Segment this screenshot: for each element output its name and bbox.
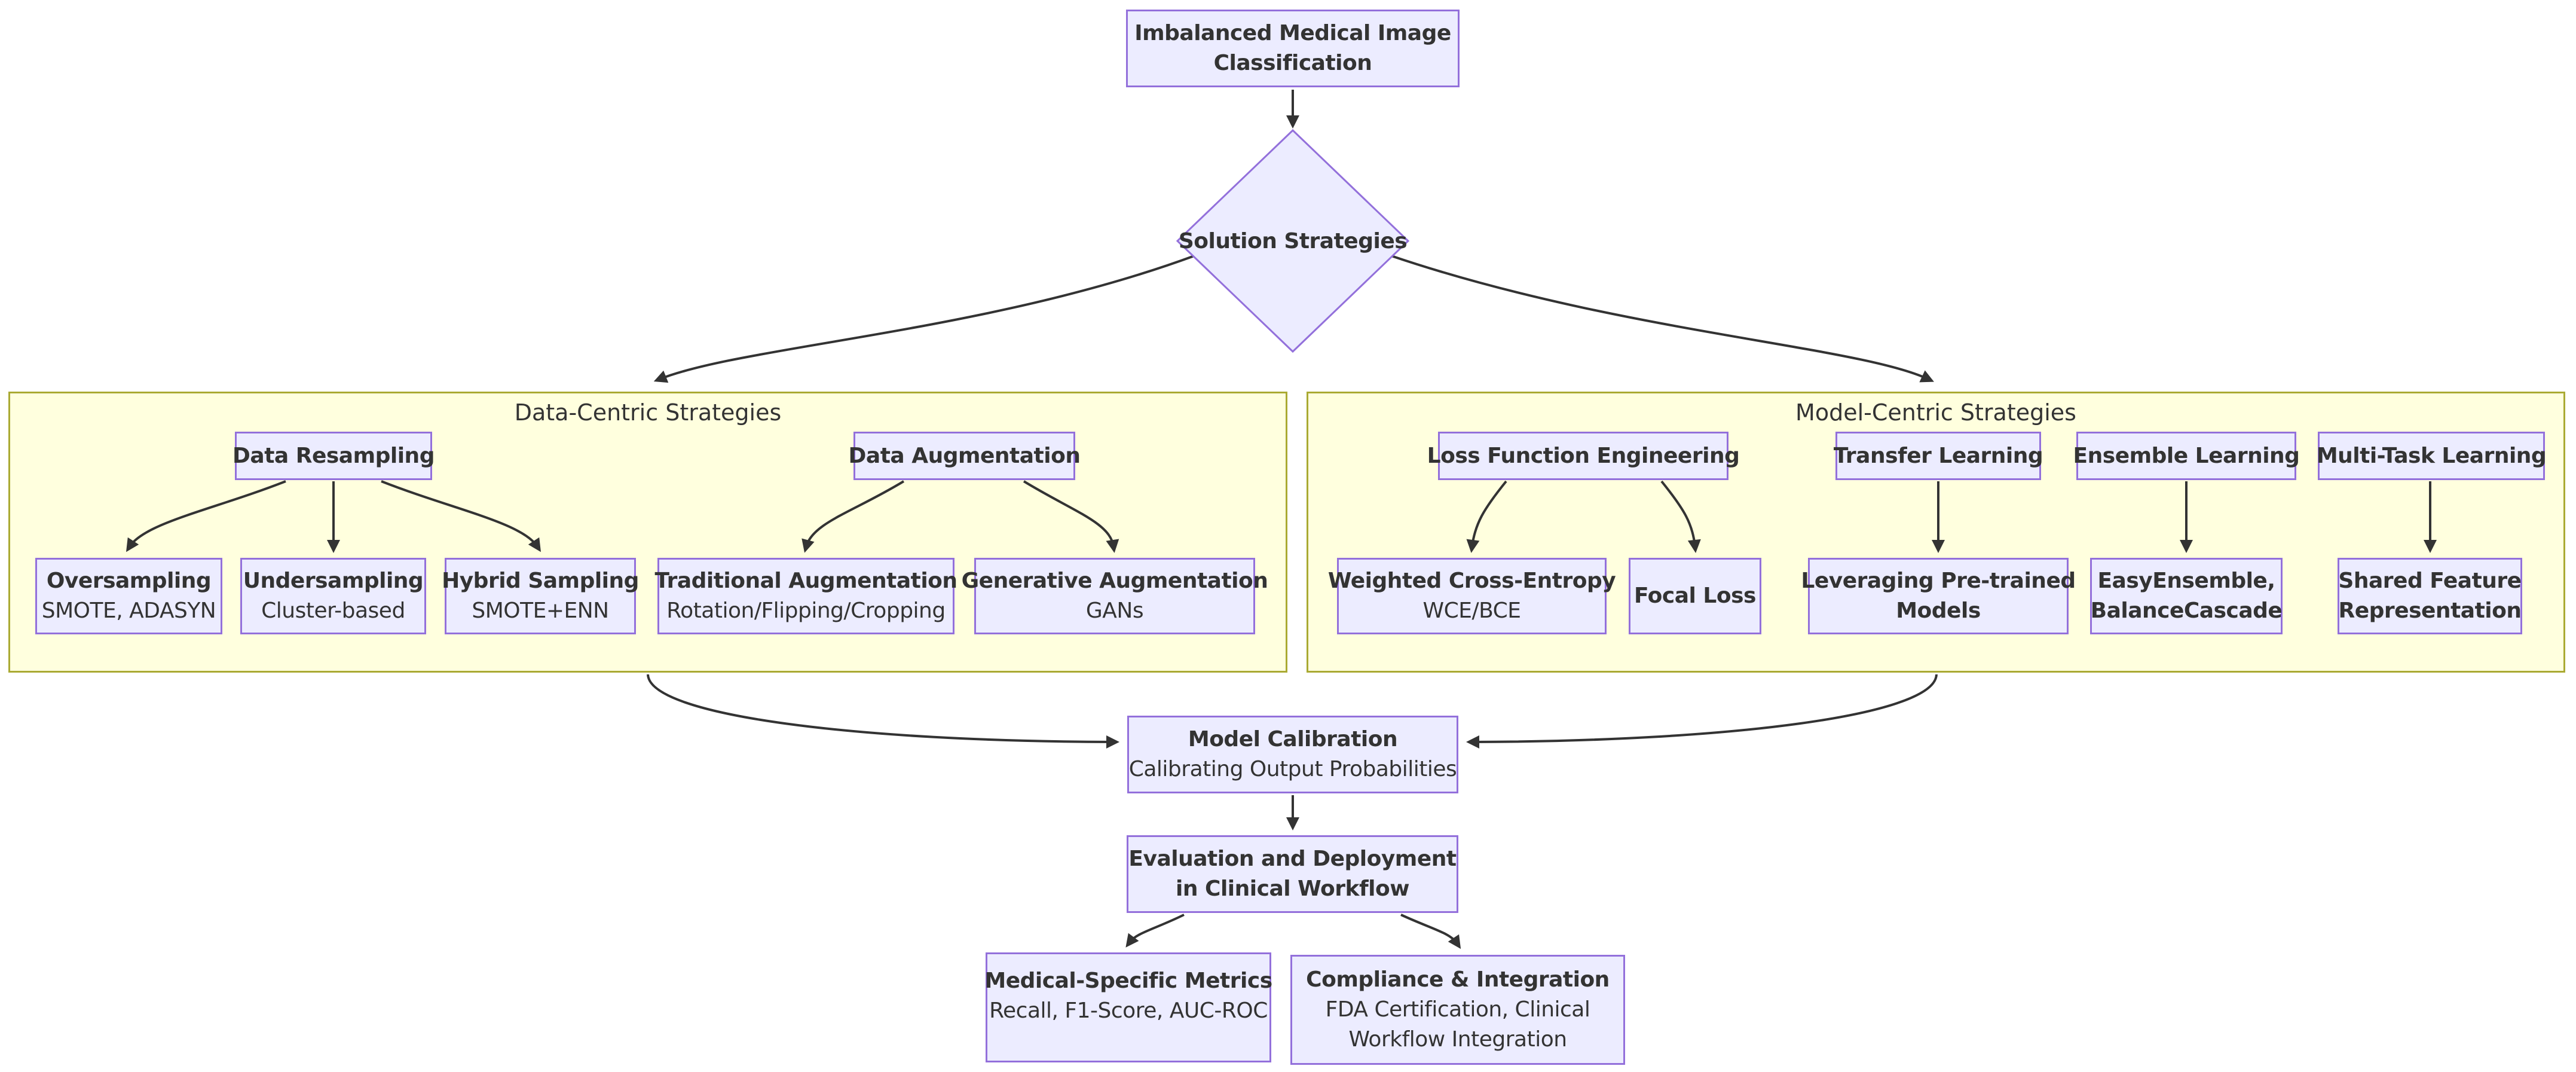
node-label-line: Compliance & Integration	[1306, 967, 1610, 992]
node-label-line: Undersampling	[243, 569, 424, 593]
node-undersampling: Undersampling Cluster-based	[240, 558, 426, 634]
edge-decision-to-data-centric	[653, 255, 1195, 383]
node-label-line: Representation	[2338, 598, 2522, 623]
node-label-line: Weighted Cross-Entropy	[1327, 569, 1616, 593]
edge-loss-to-weighted	[1466, 480, 1507, 553]
node-compliance-and-integration: Compliance & Integration FDA Certificati…	[1290, 955, 1625, 1065]
node-data-resampling: Data Resampling	[232, 432, 435, 480]
decision-label-text: Solution Strategies	[1178, 228, 1408, 254]
edge-augmentation-to-traditional	[801, 480, 905, 553]
edge-decision-to-model-centric	[1391, 255, 1934, 383]
node-focal-loss: Focal Loss	[1629, 558, 1761, 634]
node-sublabel-line: Workflow Integration	[1348, 1027, 1567, 1052]
cluster-title-data-centric: Data-Centric Strategies	[514, 399, 782, 426]
node-easyensemble-balancecascade: EasyEnsemble, BalanceCascade	[2090, 558, 2283, 634]
node-ensemble-learning: Ensemble Learning	[2073, 432, 2300, 480]
node-sublabel-line: Rotation/Flipping/Cropping	[666, 598, 946, 623]
node-data-augmentation: Data Augmentation	[849, 432, 1081, 480]
edge-model-centric-to-calibration	[1466, 674, 1938, 749]
cluster-title-model-centric: Model-Centric Strategies	[1795, 399, 2076, 426]
node-label-line: Data Augmentation	[848, 443, 1081, 468]
node-sublabel-line: Cluster-based	[261, 598, 405, 623]
node-label-line: Oversampling	[46, 569, 212, 593]
node-medical-specific-metrics: Medical-Specific Metrics Recall, F1-Scor…	[984, 952, 1272, 1062]
node-label-line: in Clinical Workflow	[1176, 876, 1409, 901]
node-label-line: Multi-Task Learning	[2316, 443, 2547, 468]
decision-solution-strategies: Solution Strategies	[1177, 211, 1408, 271]
node-sublabel-line: SMOTE+ENN	[472, 598, 609, 623]
node-label-line: Models	[1896, 598, 1981, 623]
node-label-line: Model Calibration	[1188, 727, 1398, 752]
node-hybrid-sampling: Hybrid Sampling SMOTE+ENN	[442, 558, 639, 634]
node-label-line: Ensemble Learning	[2073, 443, 2300, 468]
edge-evaluation-to-metrics	[1125, 914, 1185, 948]
node-multi-task-learning: Multi-Task Learning	[2316, 432, 2547, 480]
node-sublabel-line: WCE/BCE	[1422, 598, 1521, 623]
node-sublabel-line: GANs	[1085, 598, 1144, 623]
node-label-line: Classification	[1213, 51, 1372, 75]
node-label-line: Generative Augmentation	[961, 569, 1268, 593]
node-loss-function-engineering: Loss Function Engineering	[1427, 432, 1740, 480]
edge-augmentation-to-generative	[1023, 480, 1119, 553]
node-transfer-learning: Transfer Learning	[1833, 432, 2043, 480]
node-sublabel-line: FDA Certification, Clinical	[1325, 997, 1590, 1022]
node-label-line: Transfer Learning	[1833, 443, 2043, 468]
node-oversampling: Oversampling SMOTE, ADASYN	[35, 558, 222, 634]
node-leveraging-pretrained-models: Leveraging Pre-trained Models	[1801, 558, 2076, 634]
node-label-line: BalanceCascade	[2090, 598, 2283, 623]
node-label-line: Imbalanced Medical Image	[1134, 21, 1451, 45]
node-label-line: EasyEnsemble,	[2097, 569, 2275, 593]
edge-loss-to-focal	[1660, 480, 1701, 553]
node-sublabel-line: Recall, F1-Score, AUC-ROC	[989, 998, 1268, 1023]
node-label-line: Leveraging Pre-trained	[1801, 569, 2076, 593]
edge-resampling-to-hybrid	[381, 480, 541, 552]
node-weighted-cross-entropy: Weighted Cross-Entropy WCE/BCE	[1328, 558, 1616, 634]
edge-evaluation-to-compliance	[1400, 914, 1461, 949]
node-imbalanced-medical-image-classification: Imbalanced Medical Image Classification	[1126, 10, 1460, 87]
node-generative-augmentation: Generative Augmentation GANs	[962, 558, 1268, 634]
node-label-line: Medical-Specific Metrics	[984, 969, 1272, 993]
node-sublabel-line: SMOTE, ADASYN	[41, 598, 216, 623]
edge-data-centric-to-calibration	[647, 674, 1119, 749]
node-evaluation-and-deployment: Evaluation and Deployment in Clinical Wo…	[1127, 835, 1458, 913]
node-traditional-augmentation: Traditional Augmentation Rotation/Flippi…	[654, 558, 957, 634]
edge-resampling-to-oversampling	[126, 480, 286, 552]
node-sublabel-line: Calibrating Output Probabilities	[1128, 757, 1457, 781]
node-label-line: Focal Loss	[1634, 584, 1756, 608]
node-model-calibration: Model Calibration Calibrating Output Pro…	[1127, 716, 1458, 793]
node-label-line: Shared Feature	[2338, 569, 2522, 593]
decision-diamond-shape	[1176, 129, 1410, 353]
node-label-line: Hybrid Sampling	[442, 569, 639, 593]
node-shared-feature-representation: Shared Feature Representation	[2338, 558, 2522, 634]
node-label-line: Data Resampling	[232, 443, 435, 468]
node-label-line: Traditional Augmentation	[654, 569, 957, 593]
node-label-line: Loss Function Engineering	[1427, 443, 1740, 468]
node-label-line: Evaluation and Deployment	[1128, 847, 1457, 871]
